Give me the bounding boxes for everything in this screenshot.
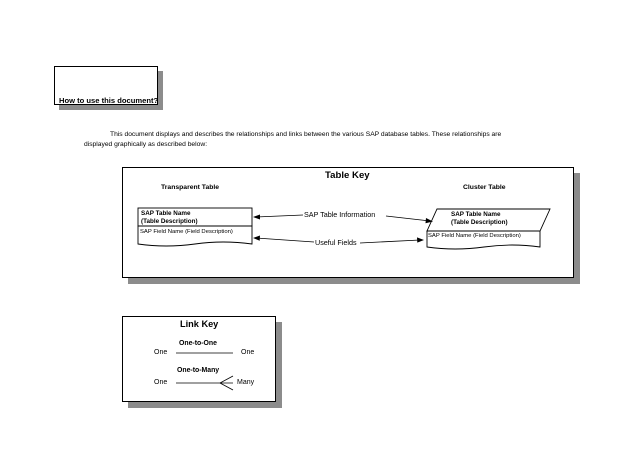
info-arrow-left: [255, 214, 304, 218]
cluster-table-field-cell: [426, 230, 541, 250]
link-key-title: Link Key: [180, 319, 219, 329]
link-key-box: Link Key One-to-One One One One-to-Many …: [122, 316, 276, 402]
cluster-field-name: SAP Field Name (Field Description): [428, 233, 521, 239]
intro-paragraph: This document displays and describes the…: [84, 130, 564, 149]
transparent-table-name: SAP Table Name: [141, 209, 191, 217]
fields-arrow-right: [359, 239, 421, 244]
crowfoot-upper: [219, 375, 234, 384]
fields-arrowhead-left: [253, 235, 260, 241]
transparent-field-name: SAP Field Name (Field Description): [140, 228, 233, 235]
intro-line-2: displayed graphically as described below…: [84, 140, 208, 148]
one-to-many-right: Many: [237, 379, 255, 386]
howto-box: How to use this document?: [54, 66, 158, 105]
fields-arrowhead-right: [417, 237, 424, 243]
fields-arrow-left: [255, 237, 315, 243]
one-to-one-left: One: [154, 349, 168, 356]
info-arrowhead-left: [253, 214, 260, 220]
one-to-many-left: One: [154, 379, 168, 386]
info-arrowhead-right: [425, 218, 433, 224]
cluster-table-header: Cluster Table: [463, 184, 506, 191]
info-label: SAP Table Information: [304, 210, 376, 219]
intro-line-1: This document displays and describes the…: [110, 131, 502, 138]
cluster-table-desc: (Table Description): [451, 218, 508, 226]
fields-label: Useful Fields: [315, 238, 357, 247]
transparent-table-desc: (Table Description): [141, 217, 198, 225]
transparent-table-field-cell: [137, 225, 253, 247]
crowfoot-lower: [219, 382, 234, 391]
table-key-title: Table Key: [325, 170, 370, 181]
info-arrow-right: [385, 215, 431, 222]
one-to-many-label: One-to-Many: [177, 367, 220, 374]
one-to-one-right: One: [241, 349, 255, 356]
transparent-table-header: Transparent Table: [161, 184, 220, 191]
cluster-table-name: SAP Table Name: [451, 210, 501, 218]
one-to-one-label: One-to-One: [179, 340, 217, 347]
howto-title: How to use this document?: [59, 96, 159, 105]
